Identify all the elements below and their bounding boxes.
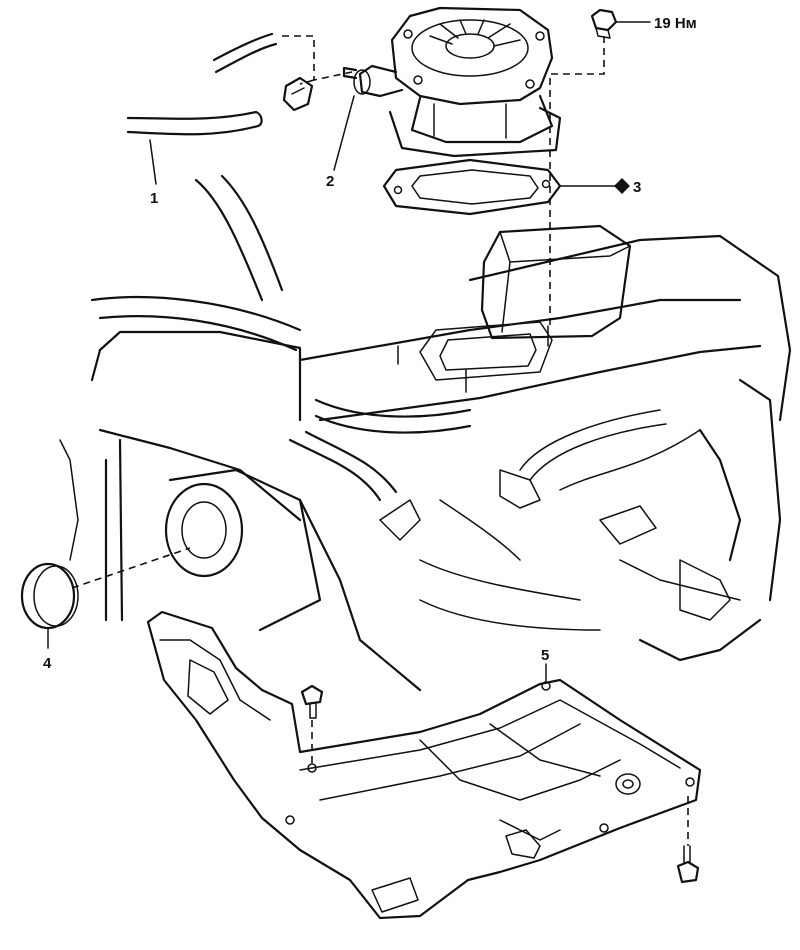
- mounting-nut: [590, 8, 618, 39]
- torque-label: 19 Нм: [654, 15, 697, 32]
- callout-5: 5: [541, 647, 549, 664]
- vacuum-pump: [342, 6, 562, 158]
- torque-diamond-icon: [614, 178, 630, 194]
- engine-block: [59, 174, 792, 692]
- undercover-bolt-lower: [676, 845, 700, 884]
- callout-1: 1: [150, 190, 158, 207]
- callout-4: 4: [43, 655, 52, 672]
- undercover-bolt-upper: [300, 684, 324, 719]
- engine-undercover: [146, 610, 702, 920]
- callout-2: 2: [326, 173, 334, 190]
- seal-plug: [20, 562, 79, 630]
- callout-3: 3: [633, 179, 641, 196]
- vacuum-hose: [126, 32, 278, 136]
- assembly-guide-lines: [71, 35, 689, 846]
- pump-gasket: [382, 158, 562, 216]
- leader-lines: [47, 21, 651, 683]
- hose-clamp: [282, 76, 314, 112]
